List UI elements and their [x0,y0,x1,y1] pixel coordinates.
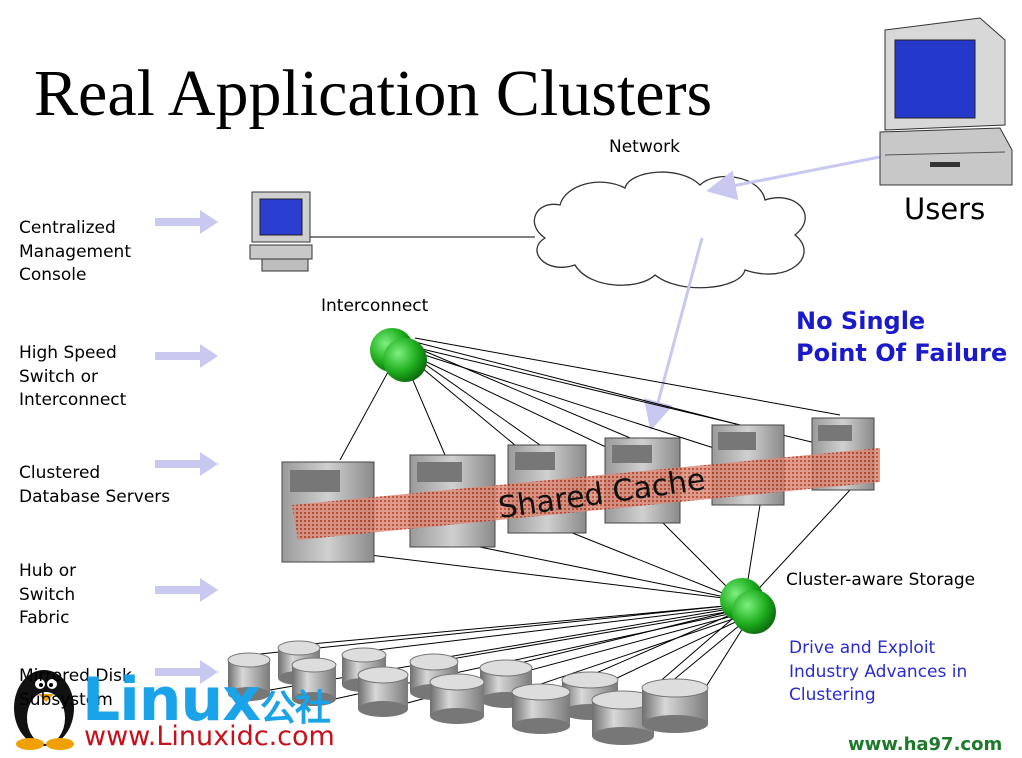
url-watermark-left: www.Linuxidc.com [84,721,335,752]
no-spof-line1: No Single [796,307,926,335]
disk-icon [641,678,709,733]
network-cloud [533,171,806,289]
console-computer-icon [249,191,313,272]
disk-icon [591,690,655,745]
interconnect-label: Interconnect [321,296,429,316]
storage-switch-icon [720,578,776,634]
disk-icon [429,673,485,724]
left-label-disk: Mirrored Disk Subsystem [19,666,132,710]
disk-icon [227,652,271,701]
arrow-icon [155,578,218,602]
cluster-storage-label: Cluster-aware Storage [786,570,976,590]
disk-icon [291,657,337,706]
drive-exploit-label: Drive and Exploit Industry Advances in C… [789,638,968,705]
left-label-switch: High Speed Switch or Interconnect [19,343,127,410]
network-label: Network [609,137,680,157]
left-label-fabric: Hub or Switch Fabric [19,561,77,628]
arrow-icon [155,210,218,234]
users-label: Users [904,192,986,226]
cloud-to-cache-arrow [643,237,704,431]
users-computer-icon [879,17,1013,186]
penguin-logo-icon [14,670,74,750]
brand-watermark: Linux公社 [82,665,331,735]
interconnect-switch-icon [370,328,427,382]
arrow-icon [155,660,218,684]
left-label-console: Centralized Management Console [19,218,131,285]
disk-subsystem [227,640,709,745]
url-watermark-right: www.ha97.com [848,734,1003,755]
disk-icon [357,666,409,717]
left-label-servers: Clustered Database Servers [19,463,171,507]
no-spof-line2: Point Of Failure [796,339,1008,367]
arrow-icon [155,344,218,368]
arrow-icon [155,452,218,476]
disk-icon [511,683,571,734]
page-title: Real Application Clusters [34,57,713,130]
users-arrow [706,151,901,201]
shared-cache-band [292,448,880,540]
left-arrows [155,210,218,684]
